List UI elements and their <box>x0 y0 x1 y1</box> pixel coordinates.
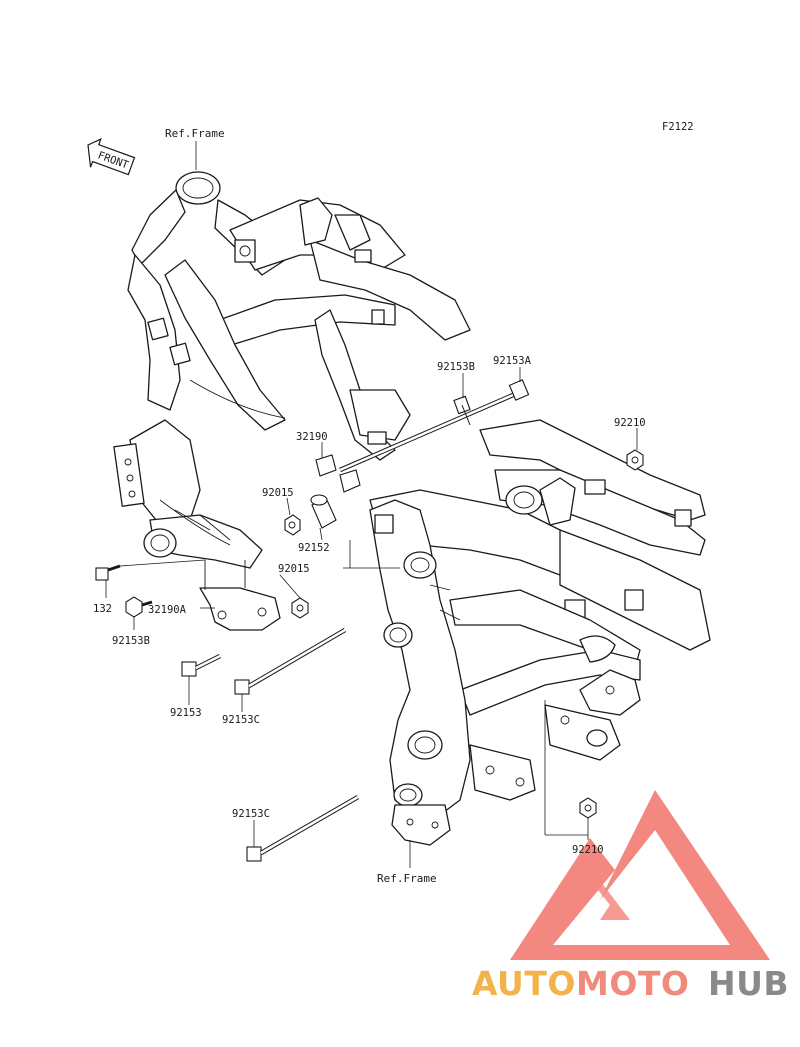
part-labels: 92153A 92153B 32190 92210 92015 92152 92… <box>93 355 646 885</box>
main-frame <box>113 171 471 569</box>
label-92153B-top: 92153B <box>437 361 475 373</box>
brand-hub-text: HUB <box>708 964 789 1003</box>
label-92153C-mid: 92153C <box>222 714 260 726</box>
right-subframe <box>369 419 711 761</box>
ref-frame-bottom-label: Ref.Frame <box>377 872 437 885</box>
brand-moto-text: MOTO <box>576 964 689 1003</box>
label-92153B-left: 92153B <box>112 635 150 647</box>
label-92210-bottom: 92210 <box>572 844 604 856</box>
ref-frame-top-label: Ref.Frame <box>165 127 225 140</box>
watermark-inner-icon <box>525 838 630 945</box>
figure-code: F2122 <box>662 121 694 133</box>
brand-auto-text: AUTO <box>472 964 576 1003</box>
watermark-triangle-icon <box>510 790 770 960</box>
front-arrow-icon: FRONT <box>87 137 136 176</box>
mount-bracket-32190A <box>199 560 281 631</box>
label-92153C-low: 92153C <box>232 808 270 820</box>
front-engine-bracket <box>369 499 536 846</box>
label-92015-a: 92015 <box>262 487 294 499</box>
watermark-logo <box>510 790 770 960</box>
label-92153: 92153 <box>170 707 202 719</box>
leader-lines <box>105 367 638 868</box>
label-92015-b: 92015 <box>278 563 310 575</box>
label-32190: 32190 <box>296 431 328 443</box>
label-92210-top: 92210 <box>614 417 646 429</box>
label-32190A: 32190A <box>148 604 187 616</box>
watermark-text: AUTO MOTO HUB <box>472 964 789 1003</box>
label-132: 132 <box>93 603 112 615</box>
label-92153A: 92153A <box>493 355 532 367</box>
label-92152: 92152 <box>298 542 330 554</box>
hardware <box>95 379 644 862</box>
